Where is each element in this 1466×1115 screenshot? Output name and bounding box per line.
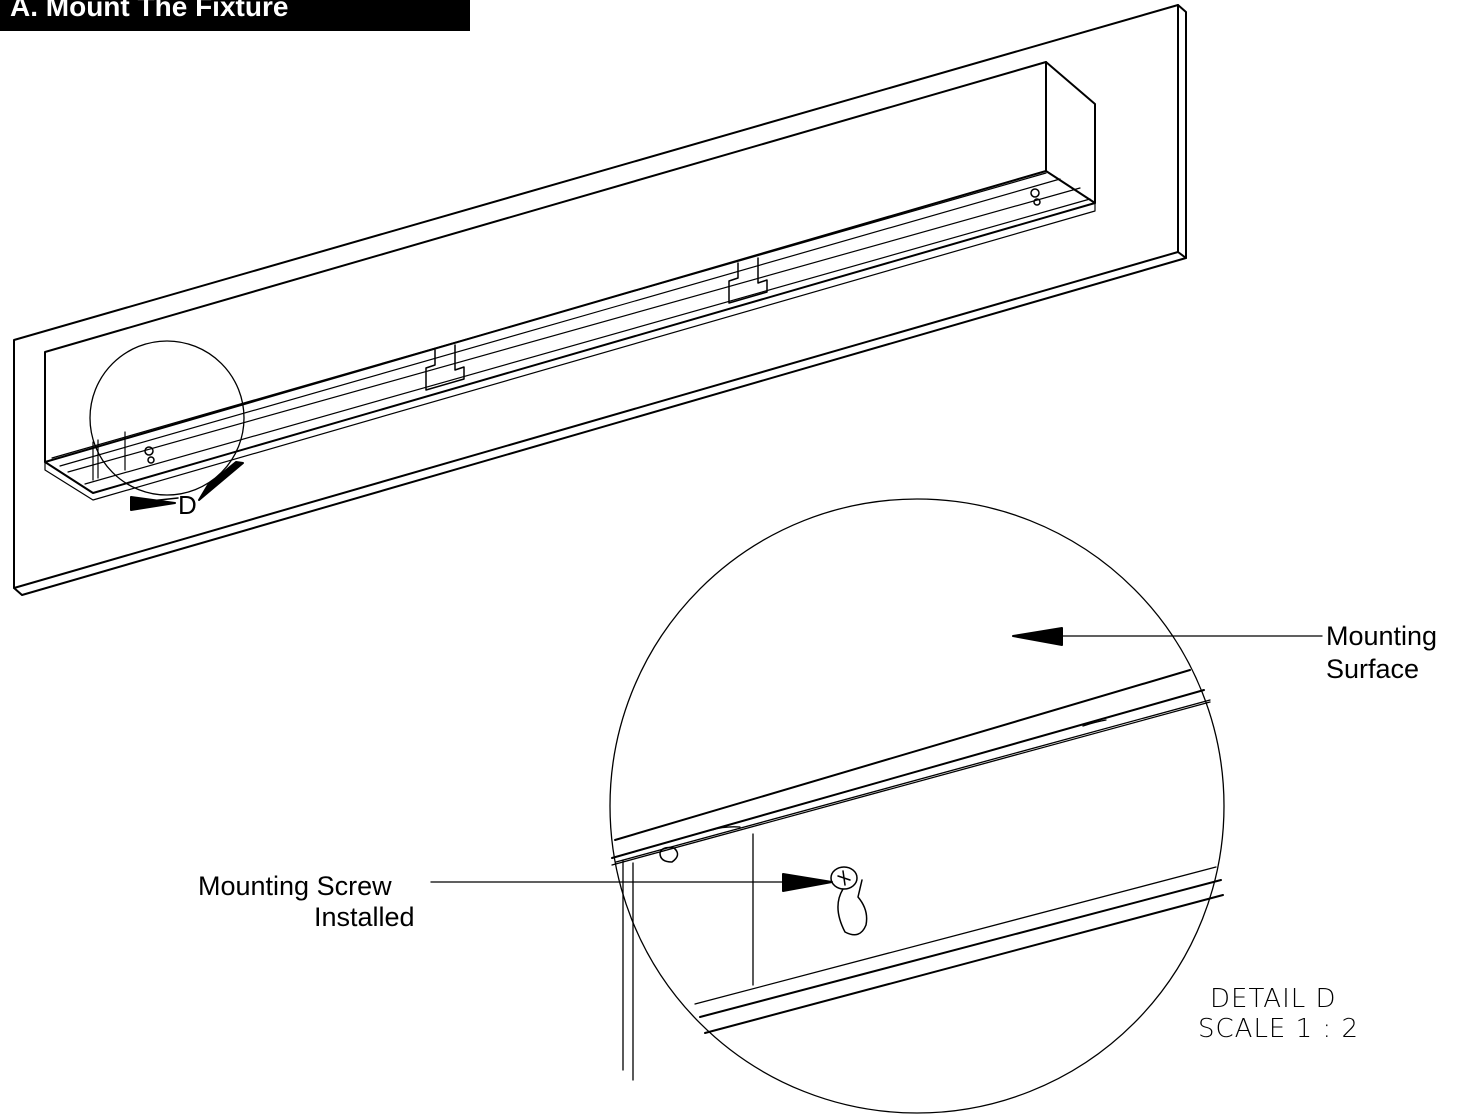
mounting-screw-icon [659, 846, 868, 936]
callout-letter-d: D [178, 490, 197, 520]
mounting-surface-leader [1012, 627, 1323, 646]
mounting-surface-label-line1: Mounting [1326, 621, 1438, 651]
page-title-text: A. Mount The Fixture [10, 0, 289, 22]
mounting-screw-label-line2: Installed [314, 902, 415, 932]
mounting-screw-leader [430, 873, 833, 892]
detail-callout-arrows [130, 461, 244, 511]
mounting-surface-label-line2: Surface [1326, 654, 1420, 684]
keyhole-slot-left-icon [144, 446, 155, 464]
detail-name: DETAIL D [1210, 984, 1337, 1014]
mounting-screw-label-line1: Mounting Screw [198, 871, 392, 901]
detail-d-view [609, 498, 1225, 1114]
keyhole-slot-right-icon [1030, 188, 1041, 206]
channel-connector-notches [425, 257, 768, 391]
end-cap [92, 431, 126, 481]
fixture-channel [44, 61, 1096, 501]
mounting-surface-panel [13, 4, 1187, 596]
page-title: A. Mount The Fixture [0, 0, 470, 31]
detail-callout-circle [89, 340, 245, 496]
detail-scale: SCALE 1 : 2 [1198, 1014, 1359, 1044]
